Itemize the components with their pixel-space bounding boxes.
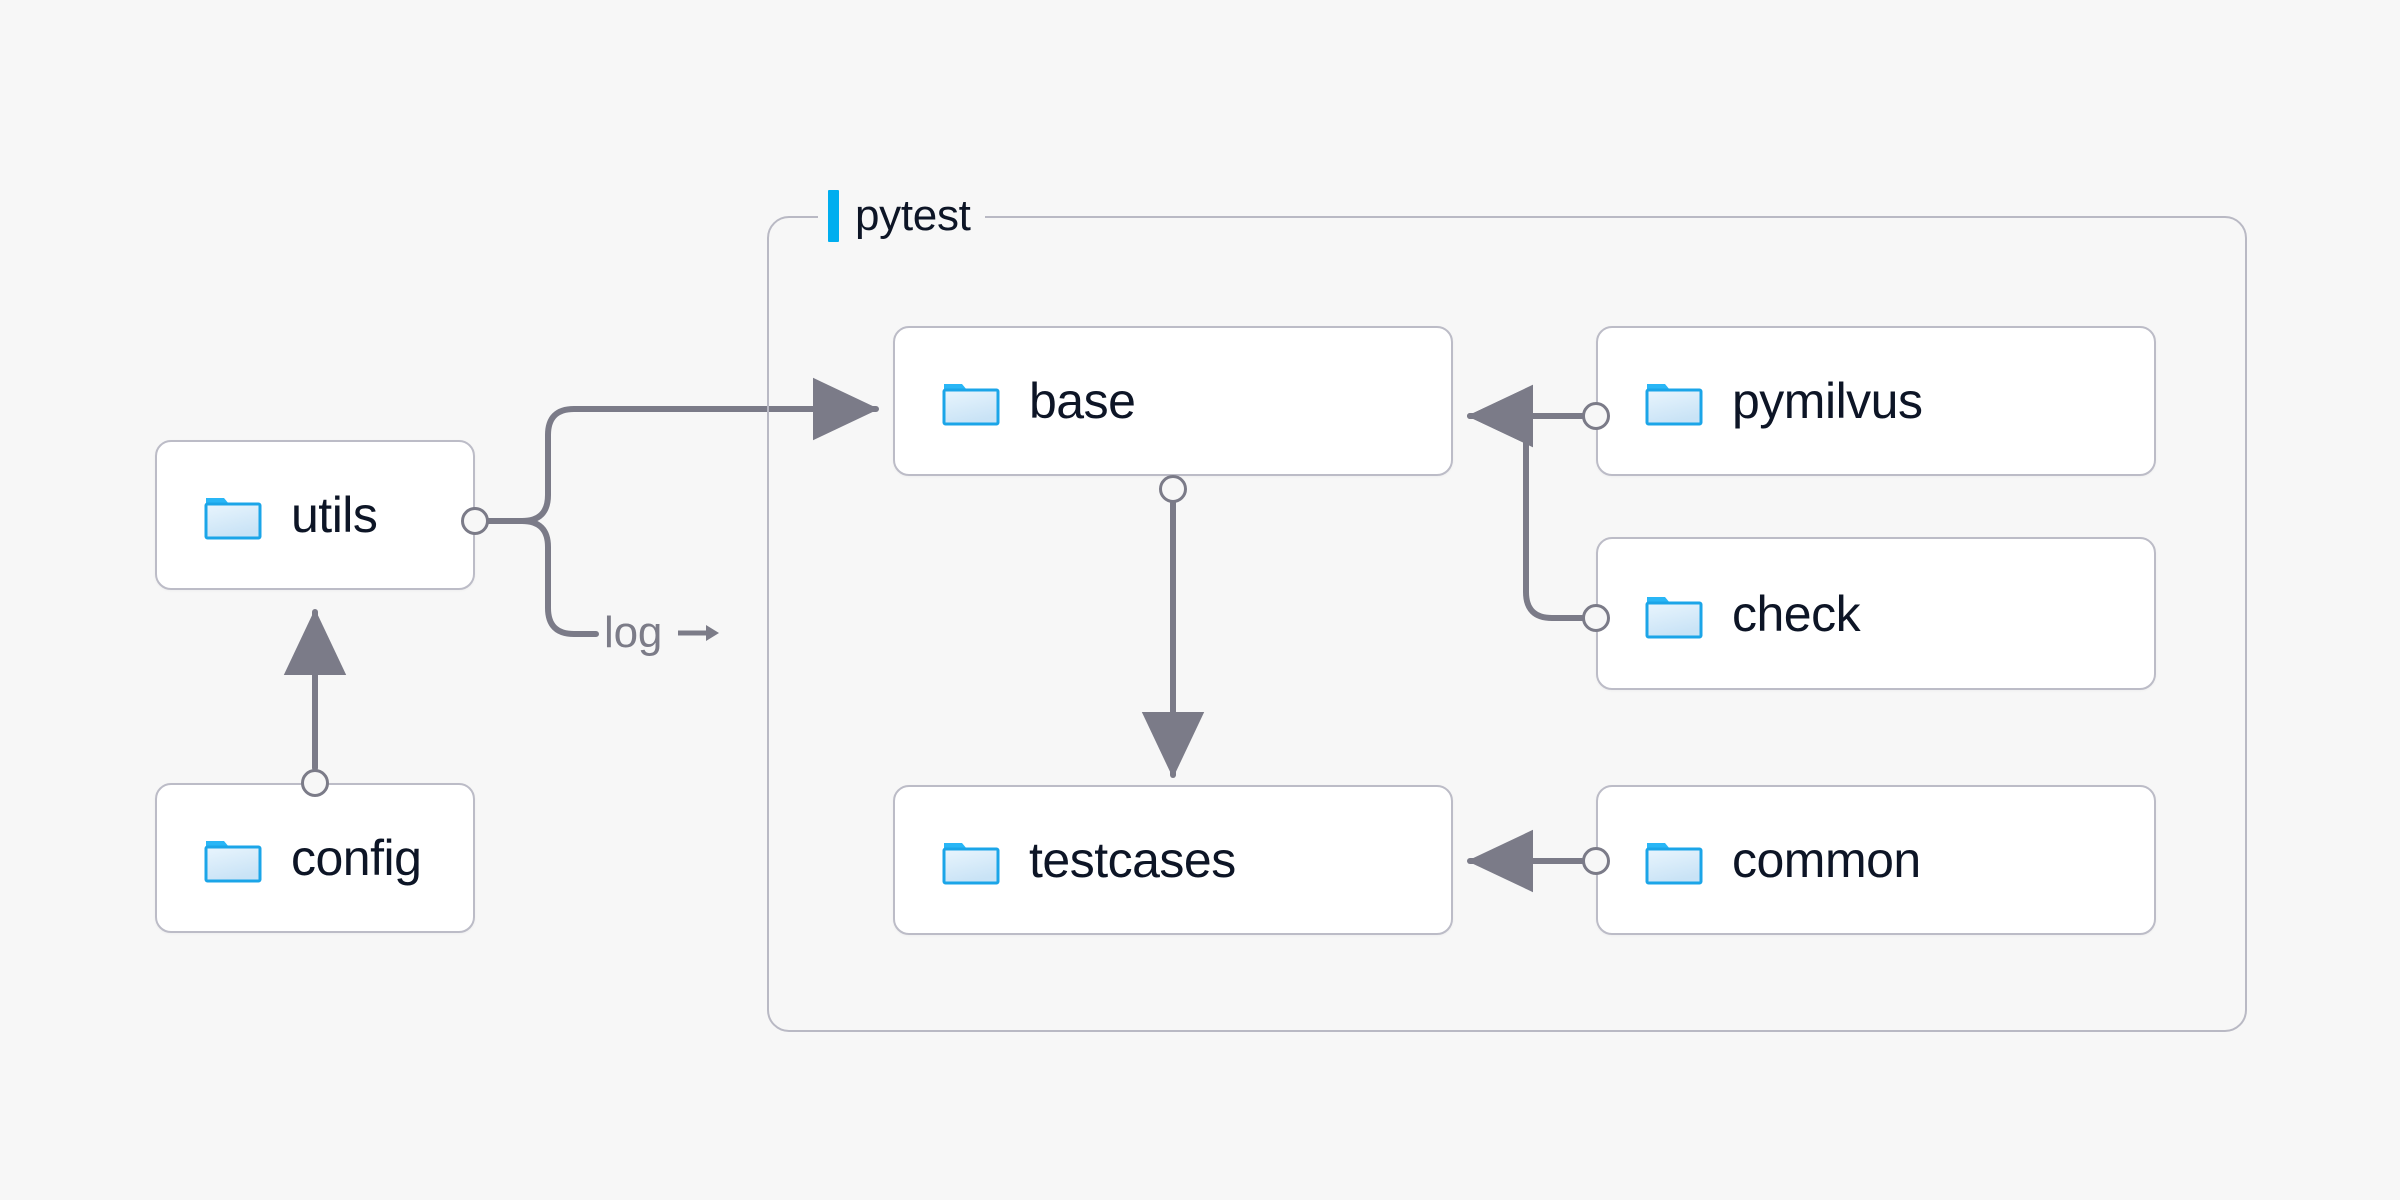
folder-icon	[1645, 384, 1703, 426]
port-base-bottom[interactable]	[1159, 475, 1187, 503]
node-config[interactable]: config	[155, 783, 475, 933]
pytest-group-container[interactable]	[767, 216, 2247, 1032]
port-common-left[interactable]	[1582, 847, 1610, 875]
folder-icon	[1645, 596, 1703, 638]
node-check[interactable]: check	[1596, 537, 2156, 690]
pytest-group-label-text: pytest	[855, 191, 971, 240]
node-common[interactable]: common	[1596, 785, 2156, 935]
node-base-label: base	[1029, 373, 1136, 429]
node-config-label: config	[291, 830, 422, 886]
folder-icon	[942, 843, 1000, 885]
edge-utils-to-pytest-log	[519, 518, 599, 637]
node-common-label: common	[1732, 832, 1921, 888]
node-base[interactable]: base	[893, 326, 1453, 476]
edge-label-log: log	[604, 608, 720, 658]
port-config-top[interactable]	[301, 769, 329, 797]
port-pymilvus-left[interactable]	[1582, 402, 1610, 430]
arrow-right-icon	[678, 625, 720, 641]
folder-icon	[204, 841, 262, 883]
accent-bar-icon	[828, 190, 839, 242]
edge-label-log-text: log	[604, 608, 663, 657]
node-utils-label: utils	[291, 487, 378, 543]
node-testcases[interactable]: testcases	[893, 785, 1453, 935]
node-pymilvus-label: pymilvus	[1732, 373, 1923, 429]
node-testcases-label: testcases	[1029, 832, 1236, 888]
folder-icon	[942, 384, 1000, 426]
folder-icon	[1645, 843, 1703, 885]
folder-icon	[204, 498, 262, 540]
pytest-group-label: pytest	[818, 188, 985, 244]
port-utils-right[interactable]	[461, 507, 489, 535]
node-check-label: check	[1732, 585, 1861, 642]
node-pymilvus[interactable]: pymilvus	[1596, 326, 2156, 476]
port-check-left[interactable]	[1582, 604, 1610, 632]
node-utils[interactable]: utils	[155, 440, 475, 590]
